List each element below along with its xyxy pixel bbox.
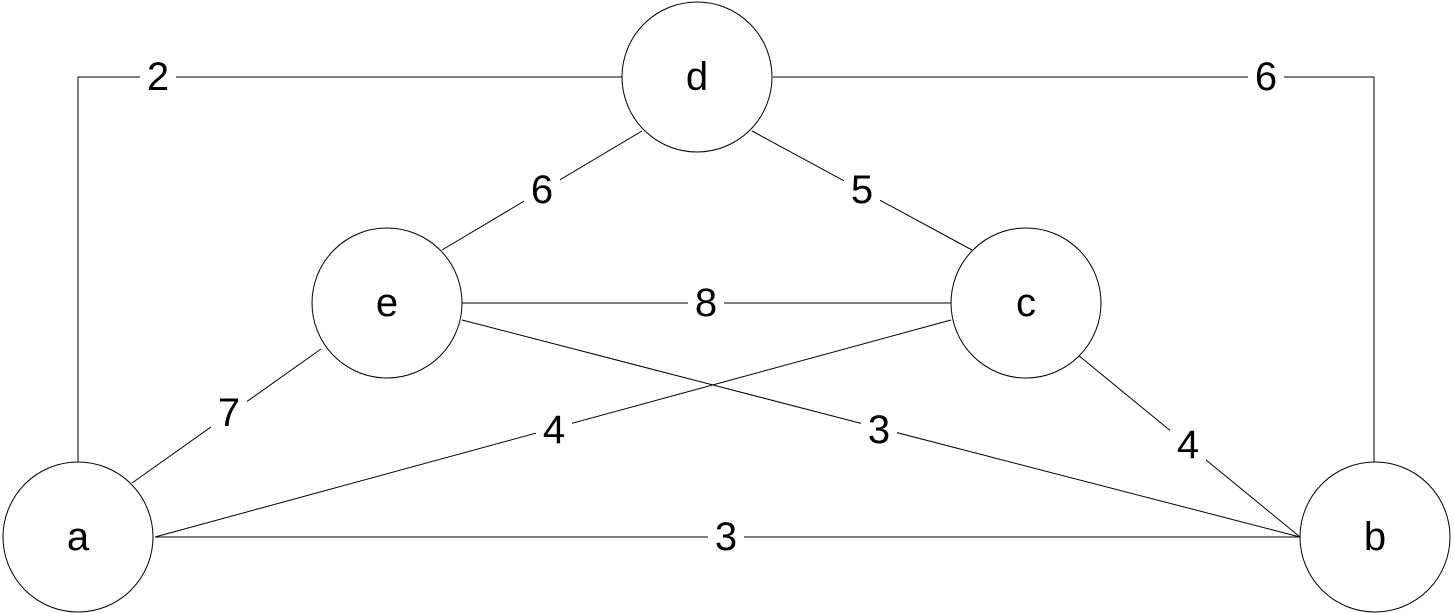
weight-d-c: 5 (844, 168, 880, 212)
node-a: a (2, 461, 154, 613)
weight-e-b: 3 (861, 408, 897, 452)
weight-d-e: 6 (524, 168, 560, 212)
weight-label-e-c: 8 (695, 281, 717, 325)
weight-a-b: 3 (708, 515, 744, 559)
node-label-a: a (67, 515, 90, 559)
weight-e-a: 7 (211, 391, 247, 435)
weight-label-e-a: 7 (218, 391, 240, 435)
weight-d-b: 6 (1248, 55, 1284, 99)
weight-a-c: 4 (536, 408, 572, 452)
weight-label-a-d: 2 (147, 55, 169, 99)
weight-label-d-e: 6 (531, 168, 553, 212)
node-c: c (950, 227, 1102, 379)
node-e: e (311, 227, 463, 379)
edge-d-b (773, 76, 1375, 462)
edge-weights: 2 6 6 5 8 7 4 3 (140, 55, 1284, 559)
node-label-c: c (1016, 281, 1036, 325)
weight-c-b: 4 (1170, 423, 1206, 467)
weight-e-c: 8 (688, 281, 724, 325)
weight-label-a-c: 4 (543, 408, 565, 452)
node-label-d: d (686, 55, 708, 99)
node-label-b: b (1364, 515, 1386, 559)
weight-label-c-b: 4 (1177, 423, 1199, 467)
weight-label-a-b: 3 (715, 515, 737, 559)
node-b: b (1299, 461, 1451, 613)
edge-a-d (77, 76, 622, 462)
weight-label-d-b: 6 (1255, 55, 1277, 99)
node-d: d (621, 1, 773, 153)
weight-label-e-b: 3 (868, 408, 890, 452)
weight-a-d: 2 (140, 55, 176, 99)
weight-label-d-c: 5 (851, 168, 873, 212)
node-label-e: e (376, 281, 398, 325)
